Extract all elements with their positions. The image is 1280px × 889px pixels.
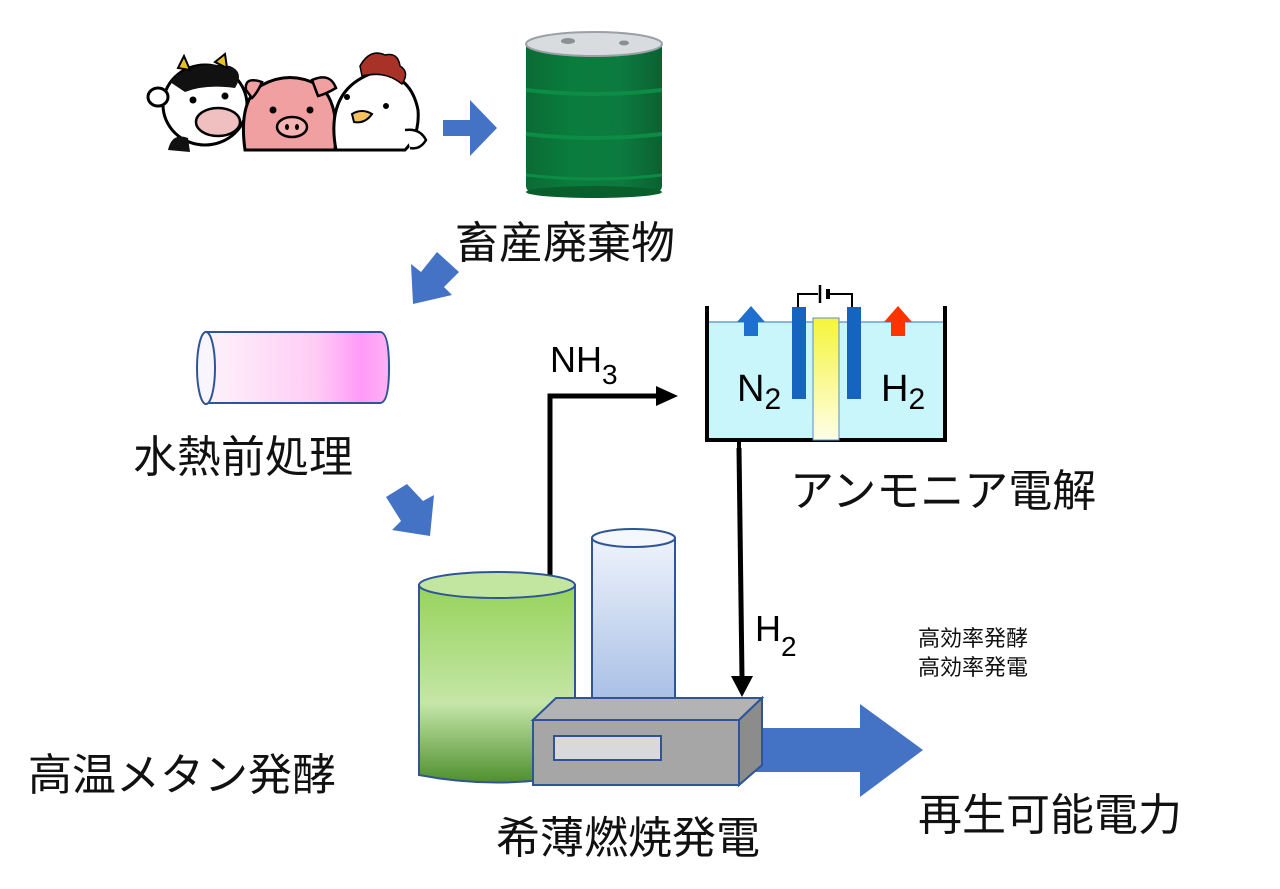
n2-release-arrow-icon [737, 306, 765, 336]
chicken-icon [332, 52, 428, 152]
flow-arrow-to-pretreatment [411, 252, 459, 304]
label-ammonia-electrolysis: アンモニア電解 [790, 466, 1096, 517]
flow-arrow-to-barrel [443, 100, 497, 156]
generator-icon [530, 695, 765, 788]
label-renewable-power: 再生可能電力 [918, 790, 1182, 841]
gas-holder-icon [591, 528, 676, 701]
power-output-arrow [739, 704, 923, 797]
waste-barrel-icon [525, 31, 663, 198]
anode-electrode [792, 307, 806, 399]
h2-flow-line [731, 447, 753, 697]
h2-cell-label: H2 [881, 368, 925, 416]
note-high-efficiency-generation: 高効率発電 [918, 656, 1028, 681]
ammonia-electrolysis-cell [705, 285, 947, 448]
cow-icon [146, 52, 249, 152]
cathode-electrode [847, 307, 861, 399]
pig-icon [241, 76, 338, 152]
h2-release-arrow-icon [884, 306, 912, 336]
label-thermophilic-fermentation: 高温メタン発酵 [28, 750, 336, 801]
label-livestock-waste: 畜産廃棄物 [455, 218, 675, 269]
note-high-efficiency-fermentation: 高効率発酵 [918, 627, 1028, 652]
h2-flow-label: H2 [755, 608, 797, 662]
nh3-label: NH3 [550, 339, 618, 390]
flow-arrow-to-fermenter [386, 484, 434, 536]
label-lean-combustion: 希薄燃焼発電 [496, 813, 760, 864]
nh3-flow-line [547, 386, 678, 575]
n2-label: N2 [737, 368, 781, 416]
label-hydrothermal-pretreatment: 水熱前処理 [133, 432, 353, 483]
livestock-illustration [146, 52, 428, 152]
pretreatment-reactor-icon [196, 331, 391, 405]
